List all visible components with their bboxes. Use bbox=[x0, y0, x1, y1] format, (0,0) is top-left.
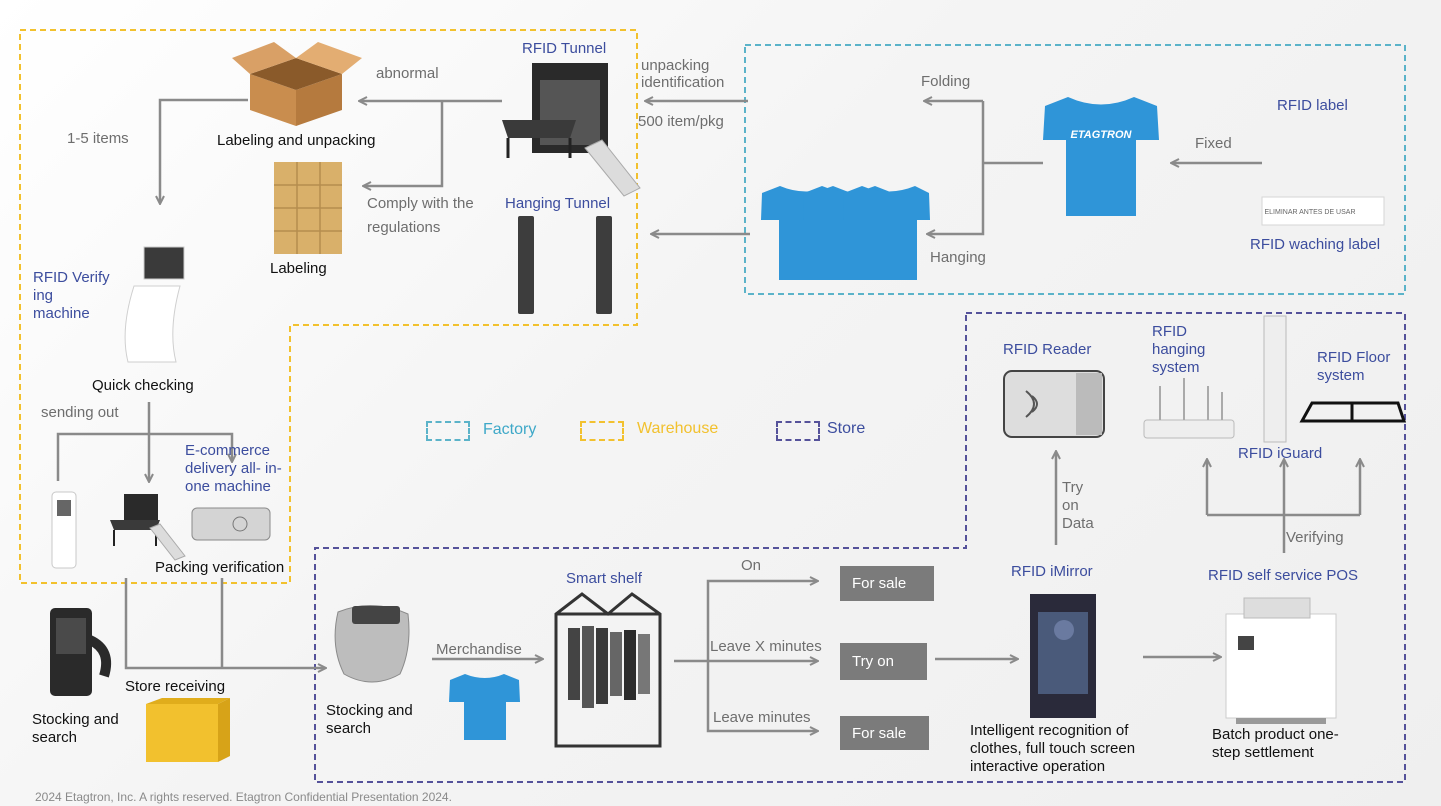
legend-store-swatch bbox=[776, 421, 820, 441]
arrow-branch-folding bbox=[928, 101, 985, 234]
one-five-items-label: 1-5 items bbox=[67, 130, 129, 147]
leave-x-label: Leave X minutes bbox=[710, 638, 822, 655]
hanging-system-icon bbox=[1143, 378, 1235, 439]
arrow-comply bbox=[364, 101, 444, 186]
quick-checking-label: Quick checking bbox=[92, 377, 194, 394]
packing-tunnel-icon bbox=[110, 494, 186, 561]
verifying-label: Verifying bbox=[1286, 529, 1344, 546]
ecommerce-pad-icon bbox=[191, 507, 271, 541]
leave-min-label: Leave minutes bbox=[713, 709, 811, 726]
tshirt-group-icon bbox=[761, 186, 930, 280]
footer-copyright: 2024 Etagtron, Inc. A rights reserved. E… bbox=[35, 790, 452, 804]
hanging-clothes-icon bbox=[568, 626, 650, 708]
smart-shelf-label: Smart shelf bbox=[566, 570, 642, 587]
hanging-tunnel-label: Hanging Tunnel bbox=[505, 195, 611, 212]
stocking-search-left-label: Stocking and search bbox=[32, 711, 119, 746]
floor-system-label: RFID Floor system bbox=[1317, 349, 1391, 384]
arrow-shelf-forsale bbox=[706, 661, 817, 731]
legend-warehouse-label: Warehouse bbox=[637, 420, 719, 437]
fixed-label: Fixed bbox=[1195, 135, 1232, 152]
verifying-machine-label: RFID Verify ing machine bbox=[33, 269, 110, 322]
labeling-label: Labeling bbox=[270, 260, 327, 277]
open-box-icon bbox=[232, 42, 362, 126]
verifying-kiosk-icon bbox=[124, 246, 185, 363]
labeling-unpacking-label: Labeling and unpacking bbox=[217, 132, 376, 149]
comply-label-2: regulations bbox=[367, 219, 441, 236]
stacked-boxes-icon bbox=[274, 162, 342, 254]
ecommerce-label: E-commerce delivery all- in-one machine bbox=[185, 442, 282, 495]
washing-label-label: RFID waching label bbox=[1250, 236, 1381, 253]
arrow-packing-to-store bbox=[124, 578, 325, 668]
intelligent-recognition-label: Intelligent recognition of clothes, full… bbox=[970, 722, 1136, 775]
for-sale-chip-1: For sale bbox=[840, 566, 934, 601]
store-boundary bbox=[314, 312, 1406, 783]
iguard-label: RFID iGuard bbox=[1238, 445, 1323, 462]
pos-machine-icon bbox=[1225, 597, 1337, 724]
folding-label: Folding bbox=[921, 73, 971, 90]
legend-factory-swatch bbox=[426, 421, 470, 441]
item-pkg-label: 500 item/pkg bbox=[638, 113, 724, 130]
try-on-data-label: Try on Data bbox=[1062, 479, 1094, 532]
unpacking-label-2: identification bbox=[641, 74, 725, 91]
arrow-shelf-branch bbox=[674, 581, 817, 663]
packing-verification-label: Packing verification bbox=[155, 559, 285, 576]
abnormal-label: abnormal bbox=[376, 65, 439, 82]
for-sale-chip-2: For sale bbox=[840, 716, 929, 750]
store-receiving-label: Store receiving bbox=[125, 678, 226, 695]
on-label: On bbox=[741, 557, 762, 574]
arrow-unpacking-to-verify bbox=[160, 98, 248, 203]
closed-box-icon bbox=[146, 698, 230, 762]
legend-factory-label: Factory bbox=[483, 421, 537, 438]
svg-text:ETAGTRON: ETAGTRON bbox=[1071, 129, 1133, 141]
smart-shelf-icon bbox=[554, 592, 662, 748]
rfid-reader-label: RFID Reader bbox=[1003, 341, 1092, 358]
stocking-search-mid-label: Stocking and search bbox=[326, 702, 413, 737]
legend-store-label: Store bbox=[827, 420, 866, 437]
rfid-tunnel-icon bbox=[502, 63, 641, 197]
arrow-sending-out bbox=[56, 432, 232, 481]
iguard-icon bbox=[1263, 315, 1287, 443]
unpacking-label-1: unpacking bbox=[641, 57, 710, 74]
self-pos-label: RFID self service POS bbox=[1208, 567, 1359, 584]
rfid-gun-icon bbox=[334, 604, 410, 683]
hanging-system-label: RFID hanging system bbox=[1152, 323, 1206, 376]
rfid-reader-icon bbox=[1003, 370, 1105, 438]
floor-system-icon bbox=[1299, 401, 1407, 423]
imirror-icon bbox=[1030, 594, 1096, 718]
merchandise-label: Merchandise bbox=[436, 641, 522, 658]
rfid-label-label: RFID label bbox=[1277, 97, 1348, 114]
rfid-tunnel-label: RFID Tunnel bbox=[522, 40, 607, 57]
legend-warehouse-swatch bbox=[580, 421, 624, 441]
tshirt-small-icon bbox=[449, 674, 520, 740]
try-on-chip: Try on bbox=[840, 643, 927, 680]
svg-text:ELIMINAR ANTES DE USAR: ELIMINAR ANTES DE USAR bbox=[1264, 209, 1355, 216]
imirror-label: RFID iMirror bbox=[1011, 563, 1093, 580]
comply-label-1: Comply with the bbox=[367, 195, 474, 212]
sending-out-label: sending out bbox=[41, 404, 119, 421]
hanging-label: Hanging bbox=[930, 249, 986, 266]
tshirt-single-icon: ETAGTRON bbox=[1043, 97, 1159, 216]
factory-boundary bbox=[744, 44, 1406, 295]
handheld-reader-icon bbox=[50, 608, 112, 696]
washing-label-icon: ELIMINAR ANTES DE USAR bbox=[1261, 196, 1385, 226]
batch-settlement-label: Batch product one-step settlement bbox=[1212, 726, 1339, 761]
hanging-tunnel-icon bbox=[518, 216, 612, 314]
small-kiosk-icon bbox=[51, 491, 77, 569]
